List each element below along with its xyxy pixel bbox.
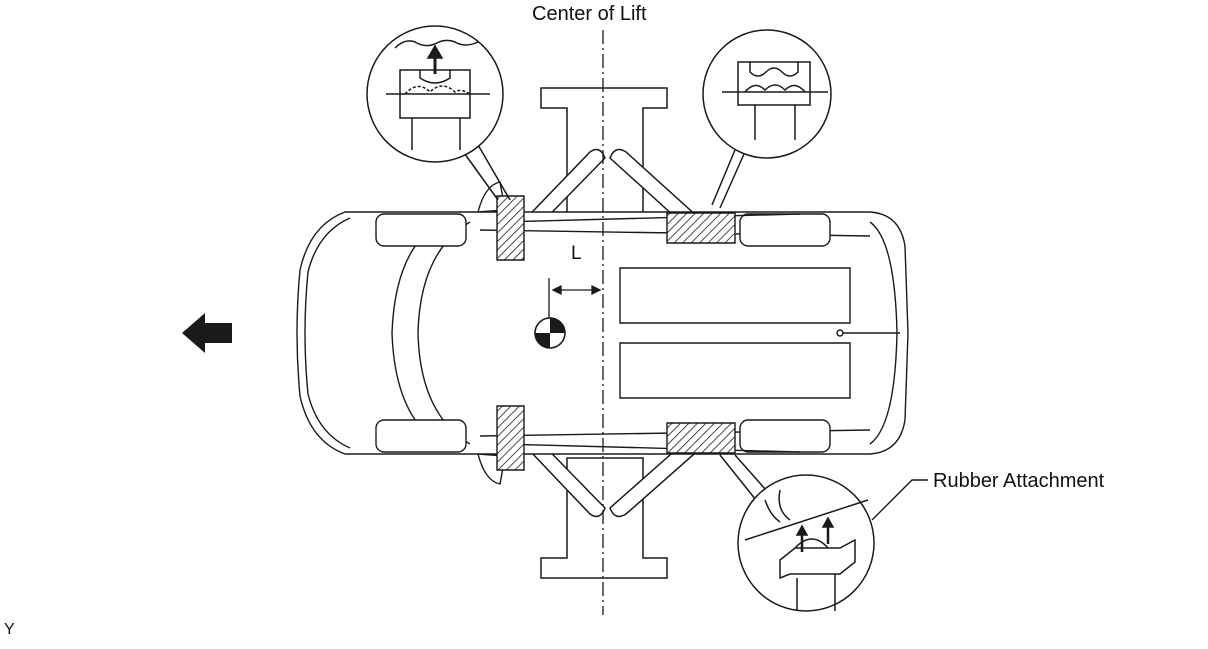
roof-panel-rear	[620, 343, 850, 398]
lift-pad-front-right	[497, 406, 524, 470]
detail-bubble-front-pad	[367, 26, 510, 200]
wheel-front-left	[376, 214, 466, 246]
wheel-rear-left	[740, 214, 830, 246]
rubber-attachment-leader	[872, 480, 928, 520]
lift-pad-rear-left	[667, 213, 735, 243]
corner-code-label: Y	[4, 621, 15, 638]
distance-label: L	[571, 243, 582, 264]
lift-pad-rear-right	[667, 423, 735, 453]
arrow-left-icon	[182, 313, 232, 353]
roof-panel-front	[620, 268, 850, 323]
center-of-gravity-icon	[535, 318, 565, 348]
detail-bubble-rear-pad	[703, 30, 831, 208]
rubber-attachment-label: Rubber Attachment	[933, 470, 1105, 492]
lift-pad-front-left	[497, 196, 524, 260]
wheel-rear-right	[740, 420, 830, 452]
distance-dimension	[549, 278, 600, 320]
lift-pads	[497, 196, 735, 470]
wheel-front-right	[376, 420, 466, 452]
center-of-lift-label: Center of Lift	[532, 3, 647, 25]
vehicle-body	[297, 182, 908, 484]
detail-bubble-rubber-attachment	[720, 455, 874, 611]
